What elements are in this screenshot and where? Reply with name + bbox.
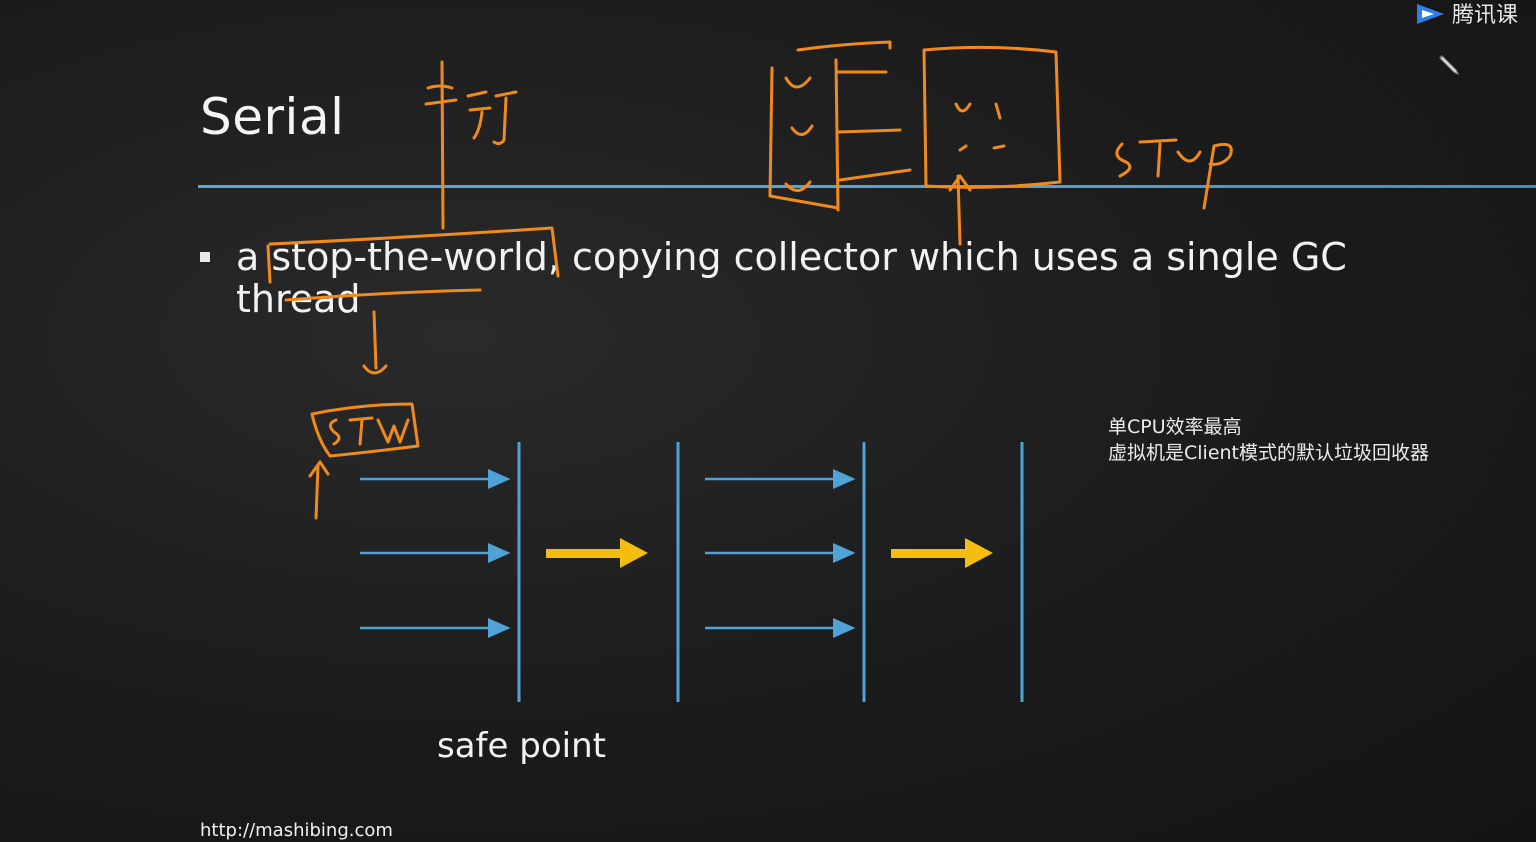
down-arrow-scribble <box>362 310 388 375</box>
bullet-text: a stop-the-world, copying collector whic… <box>236 235 1347 321</box>
stw-box <box>310 402 420 458</box>
safe-point-caption: safe point <box>437 726 606 766</box>
gc-transition-arrow <box>546 538 648 568</box>
title-divider <box>198 185 1536 188</box>
stop-handwriting <box>1115 138 1233 210</box>
logo-text: 腾讯课 <box>1452 3 1519 28</box>
heap-sketch <box>768 40 1062 246</box>
serial-handwriting <box>424 60 518 230</box>
note-line-1: 单CPU效率最高 <box>1108 416 1242 438</box>
gc-transition-arrow <box>891 538 993 568</box>
side-note: 单CPU效率最高 虚拟机是Client模式的默认垃圾回收器 <box>1108 414 1429 466</box>
slide-title: Serial <box>200 88 345 146</box>
bullet-marker <box>200 252 210 262</box>
play-logo-icon <box>1417 4 1444 24</box>
thread-underline <box>284 288 482 302</box>
stw-highlight-box <box>266 226 560 284</box>
up-arrow-scribble <box>308 460 330 520</box>
pen-tool-icon[interactable] <box>1436 52 1460 76</box>
note-line-2: 虚拟机是Client模式的默认垃圾回收器 <box>1108 442 1430 464</box>
footer-url: http://mashibing.com <box>200 820 393 841</box>
tencent-classroom-logo[interactable]: 腾讯课 <box>1414 0 1519 28</box>
